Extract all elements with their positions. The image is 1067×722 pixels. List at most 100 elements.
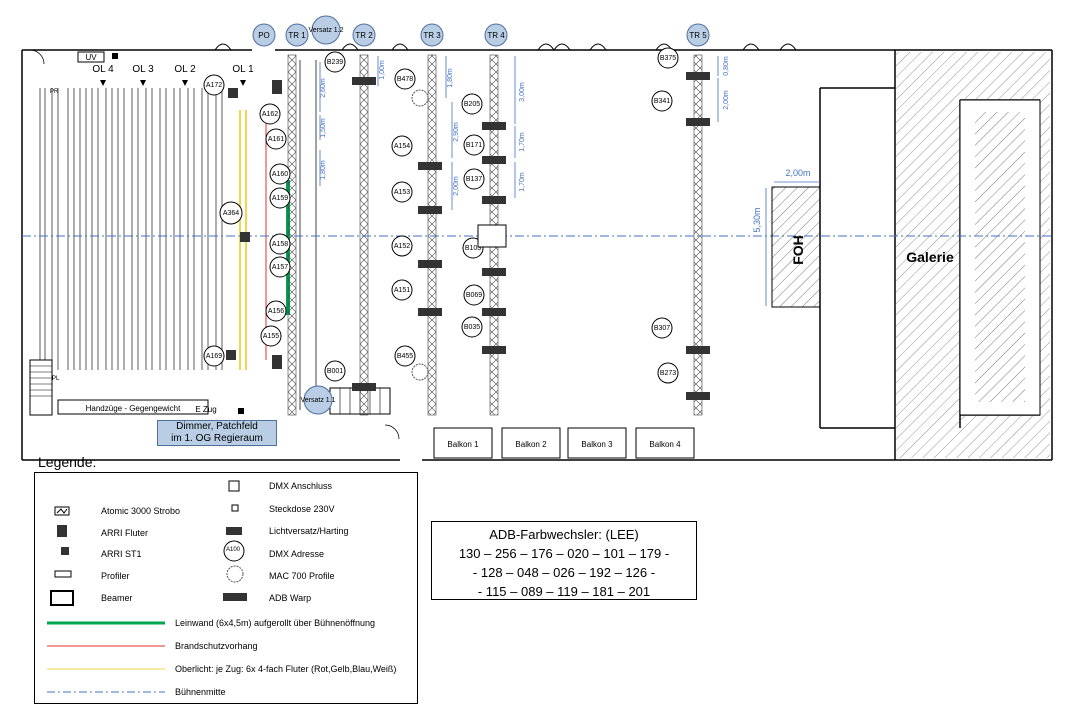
- legend-dmx-anschluss: DMX Anschluss: [269, 481, 333, 491]
- uv-label: UV: [85, 53, 97, 62]
- svg-text:A160: A160: [272, 171, 288, 178]
- dim-8: 3,00m: [519, 82, 526, 102]
- fixture-b137: B137: [463, 168, 485, 190]
- svg-text:A162: A162: [262, 111, 278, 118]
- svg-text:B205: B205: [464, 101, 480, 108]
- fixture-a153: A153: [391, 181, 413, 203]
- svg-text:A156: A156: [268, 308, 284, 315]
- svg-text:A159: A159: [272, 195, 288, 202]
- legend-oberlicht: Oberlicht: je Zug: 6x 4-fach Fluter (Rot…: [175, 664, 397, 674]
- legend-profiler: Profiler: [101, 571, 130, 581]
- pl-label: PL: [52, 376, 60, 382]
- adb-line1: 130 – 256 – 176 – 020 – 101 – 179 -: [458, 546, 670, 561]
- dimmer-note: Dimmer, Patchfeld im 1. OG Regieraum: [157, 420, 277, 446]
- svg-text:A161: A161: [268, 136, 284, 143]
- fixture-b375: B375: [657, 47, 679, 69]
- svg-text:B001: B001: [327, 368, 343, 375]
- dim-10: 1,70m: [519, 172, 526, 192]
- truss-po: PO: [258, 31, 270, 40]
- balconies: Balkon 1 Balkon 2 Balkon 3 Balkon 4: [433, 427, 695, 459]
- truss-tr1: TR 1: [288, 31, 306, 40]
- truss-tr5: TR 5: [689, 31, 707, 40]
- legend-mac700: MAC 700 Profile: [269, 571, 335, 581]
- dim-7: 2,00m: [453, 176, 460, 196]
- svg-text:B478: B478: [397, 76, 413, 83]
- svg-text:B069: B069: [466, 292, 482, 299]
- fixture-a156: A156: [265, 300, 287, 322]
- dim-9: 1,70m: [519, 132, 526, 152]
- galerie-inner-hatch: [975, 112, 1025, 402]
- balkon-1: Balkon 1: [447, 440, 479, 449]
- legend-box: Atomic 3000 Strobo ARRI Fluter ARRI ST1 …: [34, 472, 418, 704]
- fixture-a364: A364: [219, 201, 243, 225]
- svg-text:A155: A155: [263, 333, 279, 340]
- fixture-a172: A172: [203, 74, 225, 96]
- handzuege-label: Handzüge - Gegengewicht: [86, 404, 182, 413]
- beamer-symbol: [477, 224, 507, 248]
- ol1-label: OL 1: [232, 64, 254, 75]
- ol3-label: OL 3: [132, 64, 154, 75]
- galerie-label: Galerie: [906, 249, 954, 265]
- fixture-a158: A158: [269, 233, 291, 255]
- legend-leinwand: Leinwand (6x4,5m) aufgerollt über Bühnen…: [175, 618, 375, 628]
- fixture-b478: B478: [394, 68, 416, 90]
- fixture-b273: B273: [657, 362, 679, 384]
- dim-12: 2,00m: [723, 90, 730, 110]
- dimmer-note-line2: im 1. OG Regieraum: [171, 433, 263, 444]
- wall-door-arcs: [214, 43, 797, 51]
- legend-steckdose: Steckdose 230V: [269, 504, 335, 514]
- svg-text:B137: B137: [466, 176, 482, 183]
- fixture-symbols: [226, 72, 710, 400]
- svg-text:B239: B239: [327, 59, 343, 66]
- fixture-b069: B069: [463, 284, 485, 306]
- fixture-a160: A160: [269, 163, 291, 185]
- svg-text:A172: A172: [206, 82, 222, 89]
- fixture-a169: A169: [203, 345, 225, 367]
- stair-block: [29, 359, 53, 416]
- legend-dmx-adresse: DMX Adresse: [269, 549, 325, 559]
- ol-arrows: [100, 80, 246, 86]
- svg-text:B273: B273: [660, 370, 676, 377]
- svg-text:A153: A153: [394, 189, 410, 196]
- legend-brandschutz: Brandschutzvorhang: [175, 641, 258, 651]
- ol4-label: OL 4: [92, 64, 114, 75]
- svg-text:A157: A157: [272, 264, 288, 271]
- legend-st1: ARRI ST1: [101, 549, 142, 559]
- truss-versatz11: Versatz 1.1: [300, 397, 335, 404]
- fixture-b035: B035: [461, 316, 483, 338]
- dim-13: 2,00m: [785, 168, 810, 178]
- svg-text:A158: A158: [272, 241, 288, 248]
- foh-label: FOH: [790, 235, 806, 265]
- fixture-a152: A152: [391, 235, 413, 257]
- fixture-b205: B205: [461, 93, 483, 115]
- fixture-b171: B171: [463, 134, 485, 156]
- legend-buehnenmitte: Bühnenmitte: [175, 687, 226, 697]
- dimension-lines: [319, 56, 820, 306]
- adb-farbwechsler-box: ADB-Farbwechsler: (LEE) 130 – 256 – 176 …: [431, 521, 697, 600]
- fixture-a159: A159: [269, 187, 291, 209]
- dim-4: 1,00m: [379, 60, 386, 80]
- stair-steps: [30, 365, 52, 397]
- balkon-4: Balkon 4: [649, 440, 681, 449]
- dimmer-note-line1: Dimmer, Patchfeld: [176, 421, 258, 432]
- svg-text:B375: B375: [660, 55, 676, 62]
- legend-title: Legende:: [38, 454, 97, 470]
- legend-dmx-adresse-symbol: A100: [226, 547, 241, 553]
- dim-1: 2,60m: [320, 78, 327, 98]
- svg-text:B341: B341: [654, 98, 670, 105]
- fixture-a157: A157: [269, 256, 291, 278]
- ol2-label: OL 2: [174, 64, 196, 75]
- handzuege-box: [57, 399, 209, 415]
- dim-6: 2,90m: [453, 122, 460, 142]
- legend-symbols: [47, 480, 247, 693]
- svg-text:B035: B035: [464, 324, 480, 331]
- dim-5: 1,80m: [447, 68, 454, 88]
- balkon-3: Balkon 3: [581, 440, 613, 449]
- fixture-b455: B455: [394, 345, 416, 367]
- truss-tr2: TR 2: [355, 31, 373, 40]
- dim-3: 1,80m: [320, 160, 327, 180]
- foh-area: [771, 186, 821, 308]
- svg-text:B171: B171: [466, 142, 482, 149]
- ezug-label: E Zug: [195, 405, 216, 414]
